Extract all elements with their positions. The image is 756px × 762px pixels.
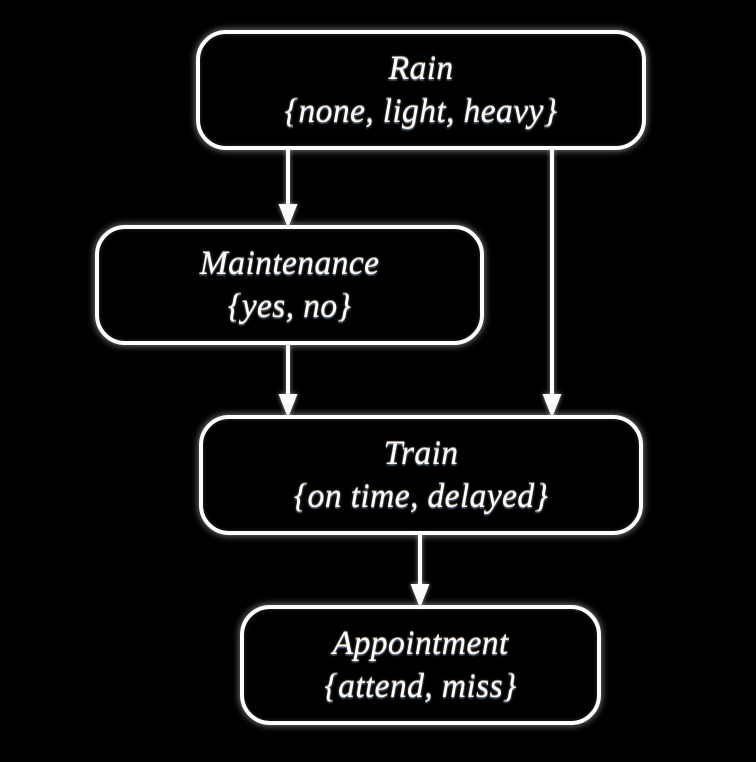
node-maintenance[interactable]: Maintenance {yes, no}	[95, 225, 484, 345]
node-rain-title: Rain	[388, 49, 454, 87]
node-train[interactable]: Train {on time, delayed}	[199, 415, 643, 535]
node-appointment[interactable]: Appointment {attend, miss}	[240, 605, 601, 725]
node-maintenance-title: Maintenance	[199, 244, 380, 282]
edge-rain-to-train	[532, 150, 572, 418]
node-rain-states: {none, light, heavy}	[284, 92, 558, 130]
node-appointment-title: Appointment	[332, 624, 509, 662]
edge-train-to-appointment	[400, 535, 440, 608]
node-appointment-states: {attend, miss}	[324, 667, 517, 705]
edge-rain-to-maintenance	[268, 150, 308, 228]
edge-maintenance-to-train	[268, 345, 308, 418]
node-maintenance-states: {yes, no}	[227, 287, 352, 325]
node-train-title: Train	[383, 434, 459, 472]
node-train-states: {on time, delayed}	[293, 477, 549, 515]
node-rain[interactable]: Rain {none, light, heavy}	[196, 30, 646, 150]
